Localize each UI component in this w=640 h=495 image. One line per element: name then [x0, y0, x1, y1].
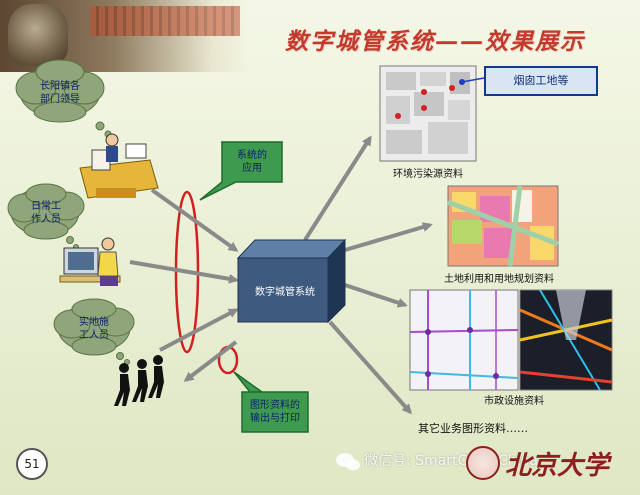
pollution-label: 环境污染源资料: [393, 169, 463, 180]
cloud-leaders-label: 长阳镇各部门领导: [40, 81, 80, 105]
callout-graphic-output: [233, 371, 309, 433]
other-data-label: 其它业务图形资料……: [418, 422, 528, 435]
arrow-system-to-output: [183, 340, 238, 382]
cloud-leaders: [15, 59, 112, 138]
system-cube: [236, 238, 347, 324]
arrow-system-to-landuse: [344, 222, 433, 252]
wechat-icon: [336, 453, 360, 471]
municipal-map-left: [409, 289, 519, 391]
page-number: 51: [16, 448, 48, 480]
cloud-field-staff: [53, 298, 135, 365]
stone-lion-image: [8, 4, 68, 66]
arrow-system-to-other: [328, 320, 412, 415]
center-node-label: 数字城管系统: [255, 287, 315, 298]
municipal-label: 市政设施资料: [484, 396, 544, 407]
leaders-desk-illustration: [79, 133, 159, 199]
chimney-label: 烟囱工地等: [484, 66, 598, 96]
slide-title: 数字城管系统——效果展示: [285, 28, 585, 55]
palace-roof-image: [90, 6, 240, 36]
university-seal-icon: [466, 446, 500, 480]
cloud-daily-staff-label: 日常工作人员: [31, 201, 61, 225]
header-banner-photo: [0, 0, 250, 72]
arrow-leaders-to-system: [150, 188, 239, 252]
walking-people-illustration: [114, 355, 164, 406]
cloud-field-staff-label: 实地施工人员: [79, 317, 109, 341]
municipal-3d-pipes: [519, 289, 613, 391]
land-use-label: 土地利用和用地规划资料: [444, 274, 554, 285]
arrow-system-to-municipal: [344, 283, 408, 308]
arrow-system-to-pollution: [303, 135, 372, 242]
brand-logo-text: 北京大学: [505, 451, 610, 481]
callout-system-app: [199, 141, 283, 201]
computer-worker-illustration: [59, 237, 121, 286]
pollution-map: [379, 65, 485, 162]
callout-system-app-label: 系统的应用: [237, 150, 267, 174]
callout-graphic-output-label: 图形资料的输出与打印: [250, 400, 300, 424]
arrow-field-to-system: [159, 308, 239, 352]
cloud-daily-staff: [7, 183, 85, 250]
arrow-staff-to-system: [129, 260, 239, 284]
land-use-map: [447, 185, 559, 267]
